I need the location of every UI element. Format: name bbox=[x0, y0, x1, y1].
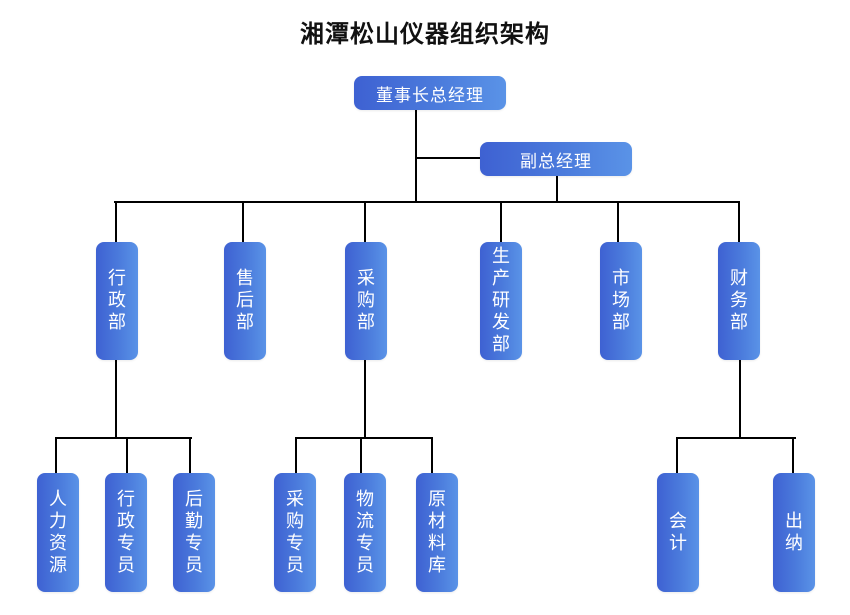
connector-admin-child-2 bbox=[189, 437, 191, 473]
connector-finance-child-0 bbox=[676, 437, 678, 473]
node-label: 会计 bbox=[668, 510, 687, 554]
node-label: 采购部 bbox=[356, 268, 375, 333]
connector-purchase-down bbox=[364, 360, 366, 439]
node-dept-purchasing[interactable]: 采购部 bbox=[345, 242, 387, 360]
node-label: 售后部 bbox=[235, 268, 254, 333]
connector-admin-down bbox=[115, 360, 117, 439]
node-label: 生产研发部 bbox=[491, 246, 510, 355]
connector-department-bus bbox=[114, 201, 740, 203]
node-label: 后勤专员 bbox=[184, 488, 203, 576]
node-logistics-specialist[interactable]: 物流专员 bbox=[344, 473, 386, 592]
node-label: 董事长总经理 bbox=[376, 85, 484, 106]
node-dept-after-sales[interactable]: 售后部 bbox=[224, 242, 266, 360]
connector-finance-bus bbox=[676, 437, 796, 439]
connector-purchase-child-1 bbox=[360, 437, 362, 473]
connector-root-deputy bbox=[415, 157, 481, 159]
node-dept-finance[interactable]: 财务部 bbox=[718, 242, 760, 360]
connector-deputy-down bbox=[556, 176, 558, 203]
connector-purchase-child-0 bbox=[295, 437, 297, 473]
node-dept-marketing[interactable]: 市场部 bbox=[600, 242, 642, 360]
node-label: 原材料库 bbox=[427, 488, 446, 576]
connector-admin-bus bbox=[55, 437, 192, 439]
connector-dept-5 bbox=[738, 202, 740, 242]
connector-purchase-child-2 bbox=[431, 437, 433, 473]
node-label: 行政部 bbox=[107, 268, 126, 333]
connector-admin-child-1 bbox=[126, 437, 128, 473]
connector-dept-0 bbox=[115, 202, 117, 242]
node-label: 出纳 bbox=[784, 510, 803, 554]
connector-dept-1 bbox=[242, 202, 244, 242]
node-logistics-support-specialist[interactable]: 后勤专员 bbox=[173, 473, 215, 592]
connector-root-down bbox=[415, 110, 417, 203]
node-hr[interactable]: 人力资源 bbox=[37, 473, 79, 592]
node-label: 市场部 bbox=[611, 268, 630, 333]
node-raw-material-warehouse[interactable]: 原材料库 bbox=[416, 473, 458, 592]
node-label: 物流专员 bbox=[355, 488, 374, 576]
node-label: 行政专员 bbox=[116, 488, 135, 576]
connector-finance-down bbox=[739, 360, 741, 439]
connector-dept-2 bbox=[364, 202, 366, 242]
connector-dept-3 bbox=[500, 202, 502, 242]
node-deputy-gm[interactable]: 副总经理 bbox=[480, 142, 632, 176]
connector-finance-child-1 bbox=[792, 437, 794, 473]
node-label: 采购专员 bbox=[285, 488, 304, 576]
chart-title: 湘潭松山仪器组织架构 bbox=[300, 20, 550, 48]
node-cashier[interactable]: 出纳 bbox=[773, 473, 815, 592]
node-label: 副总经理 bbox=[520, 151, 592, 172]
connector-dept-4 bbox=[617, 202, 619, 242]
connector-purchase-bus bbox=[295, 437, 433, 439]
node-purchasing-specialist[interactable]: 采购专员 bbox=[274, 473, 316, 592]
node-dept-production-rd[interactable]: 生产研发部 bbox=[480, 242, 522, 360]
node-label: 人力资源 bbox=[48, 488, 67, 576]
node-dept-admin[interactable]: 行政部 bbox=[96, 242, 138, 360]
connector-admin-child-0 bbox=[55, 437, 57, 473]
node-admin-specialist[interactable]: 行政专员 bbox=[105, 473, 147, 592]
node-accountant[interactable]: 会计 bbox=[657, 473, 699, 592]
node-label: 财务部 bbox=[729, 268, 748, 333]
node-chairman-gm[interactable]: 董事长总经理 bbox=[354, 76, 506, 110]
